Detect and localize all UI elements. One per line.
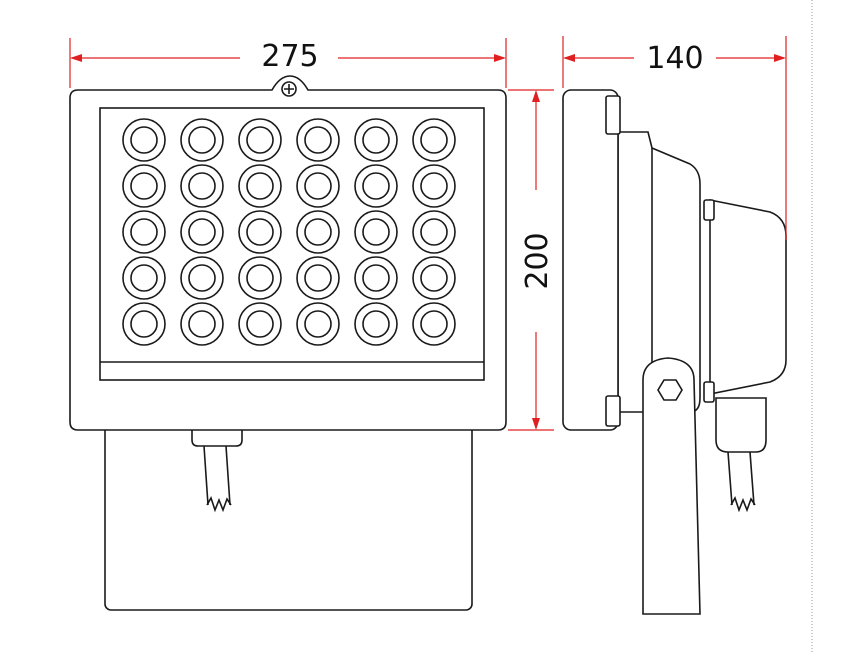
front-back-plate xyxy=(104,409,473,611)
dimension-width: 275 xyxy=(69,38,507,88)
led-lens xyxy=(354,302,398,346)
side-cable-icon xyxy=(727,451,756,513)
height-label: 200 xyxy=(520,232,555,289)
front-view xyxy=(69,75,507,611)
side-frame-tab-top xyxy=(605,95,621,135)
led-lens xyxy=(354,256,398,300)
led-lens xyxy=(122,210,166,254)
led-lens xyxy=(296,118,340,162)
led-lens xyxy=(238,256,282,300)
led-lens xyxy=(180,302,224,346)
front-cable-gland xyxy=(191,427,243,447)
led-lens xyxy=(412,302,456,346)
front-housing xyxy=(69,75,507,431)
side-view xyxy=(562,89,787,615)
dimension-lines: 275 200 140 xyxy=(69,36,787,431)
led-lens xyxy=(412,118,456,162)
led-lens xyxy=(122,164,166,208)
side-rear-cap xyxy=(709,199,787,395)
led-lens xyxy=(412,256,456,300)
led-lens xyxy=(354,118,398,162)
hex-bolt-icon xyxy=(657,379,683,401)
led-lens xyxy=(296,256,340,300)
side-rear-cap-clip-top xyxy=(703,199,715,221)
led-array xyxy=(122,118,456,346)
led-lens xyxy=(238,302,282,346)
side-front-frame xyxy=(562,89,619,431)
led-lens xyxy=(296,210,340,254)
led-lens xyxy=(122,256,166,300)
mount-screw-icon xyxy=(281,81,297,97)
led-lens xyxy=(354,164,398,208)
led-lens xyxy=(180,210,224,254)
side-frame-tab-bottom xyxy=(605,395,621,427)
front-lens-frame xyxy=(99,107,485,381)
side-mount-bracket xyxy=(642,357,701,615)
led-lens xyxy=(412,164,456,208)
led-lens xyxy=(238,118,282,162)
side-cable-gland xyxy=(715,397,767,453)
led-lens xyxy=(180,256,224,300)
led-lens xyxy=(238,210,282,254)
side-rear-cap-clip-bottom xyxy=(703,381,715,403)
led-lens xyxy=(238,164,282,208)
led-lens xyxy=(296,302,340,346)
led-lens xyxy=(122,118,166,162)
led-lens xyxy=(296,164,340,208)
dimension-depth: 140 xyxy=(562,36,787,240)
led-lens xyxy=(354,210,398,254)
depth-label: 140 xyxy=(646,41,703,76)
dimension-height: 200 xyxy=(508,89,555,431)
led-lens xyxy=(412,210,456,254)
led-lens xyxy=(180,118,224,162)
front-cable-icon xyxy=(203,445,232,513)
led-lens xyxy=(180,164,224,208)
led-lens xyxy=(122,302,166,346)
width-label: 275 xyxy=(261,39,318,74)
